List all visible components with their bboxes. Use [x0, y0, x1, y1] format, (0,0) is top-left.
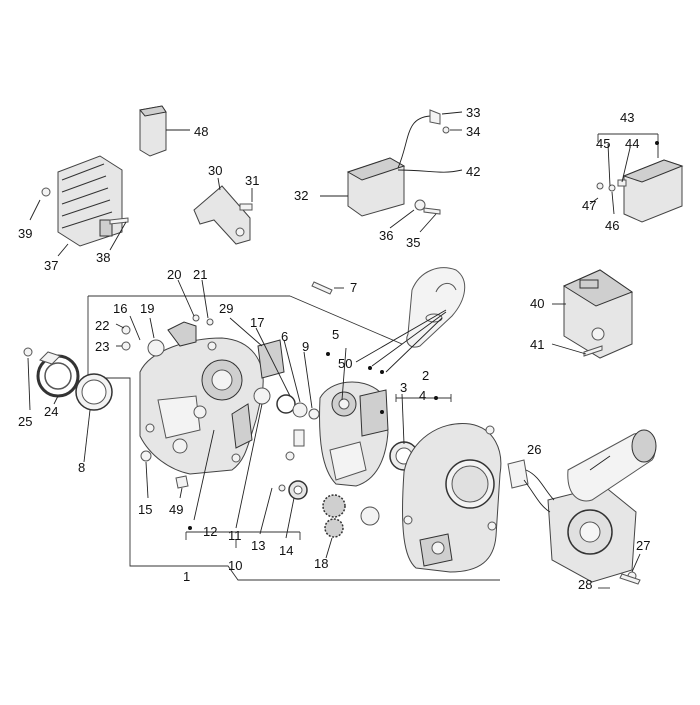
callout-39: 39 — [18, 226, 32, 241]
callout-27: 27 — [636, 538, 650, 553]
callout-33: 33 — [466, 105, 480, 120]
callout-42: 42 — [466, 164, 480, 179]
callout-4: 4 — [419, 388, 426, 403]
callout-46: 46 — [605, 218, 619, 233]
part-48-block — [139, 105, 190, 157]
callout-43: 43 — [620, 110, 634, 125]
callout-24: 24 — [44, 404, 58, 419]
callout-10: 10 — [228, 558, 242, 573]
callout-31: 31 — [245, 173, 259, 188]
callout-2: 2 — [422, 368, 429, 383]
part-40-control-unit — [551, 269, 634, 359]
part-8-ring — [75, 373, 113, 463]
callout-45: 45 — [596, 136, 610, 151]
part-30-bracket — [193, 177, 253, 245]
callout-17: 17 — [250, 315, 264, 330]
callout-1: 1 — [183, 569, 190, 584]
callout-12: 12 — [203, 524, 217, 539]
callout-6: 6 — [281, 329, 288, 344]
part-43-box — [589, 142, 684, 223]
callout-34: 34 — [466, 124, 480, 139]
callout-23: 23 — [95, 339, 109, 354]
callout-19: 19 — [140, 301, 154, 316]
part-26-motor — [507, 429, 657, 585]
callout-28: 28 — [578, 577, 592, 592]
callout-35: 35 — [406, 235, 420, 250]
part-37-regulator — [29, 155, 129, 257]
lower-leads — [140, 403, 295, 539]
hose-assembly — [355, 267, 466, 373]
callout-21: 21 — [193, 267, 207, 282]
right-casing — [402, 423, 502, 573]
part-7-bolt — [311, 281, 344, 295]
callout-20: 20 — [167, 267, 181, 282]
callout-7: 7 — [350, 280, 357, 295]
callout-48: 48 — [194, 124, 208, 139]
callout-13: 13 — [251, 538, 265, 553]
callout-5: 5 — [332, 327, 339, 342]
callout-26: 26 — [527, 442, 541, 457]
callout-50: 50 — [338, 356, 352, 371]
callout-44: 44 — [625, 136, 639, 151]
callout-25: 25 — [18, 414, 32, 429]
callout-14: 14 — [279, 543, 293, 558]
callout-15: 15 — [138, 502, 152, 517]
parts-middle — [229, 317, 320, 420]
callout-18: 18 — [314, 556, 328, 571]
callout-49: 49 — [169, 502, 183, 517]
callout-29: 29 — [219, 301, 233, 316]
callout-38: 38 — [96, 250, 110, 265]
callout-16: 16 — [113, 301, 127, 316]
part-24-gasket — [23, 347, 80, 411]
callout-41: 41 — [530, 337, 544, 352]
callout-8: 8 — [78, 460, 85, 475]
callout-47: 47 — [582, 198, 596, 213]
reference-dots — [188, 141, 659, 530]
callout-32: 32 — [294, 188, 308, 203]
callout-36: 36 — [379, 228, 393, 243]
central-gear-assembly — [278, 347, 419, 559]
small-parts-upper-left — [115, 279, 214, 357]
callout-11: 11 — [228, 528, 242, 543]
callout-3: 3 — [400, 380, 407, 395]
callout-22: 22 — [95, 318, 109, 333]
callout-9: 9 — [302, 339, 309, 354]
callout-40: 40 — [530, 296, 544, 311]
callout-labels: 1 2 3 4 5 6 7 8 9 10 11 12 13 14 15 16 1… — [18, 105, 650, 592]
part-32-module — [320, 109, 463, 233]
callout-30: 30 — [208, 163, 222, 178]
callout-37: 37 — [44, 258, 58, 273]
left-casing — [139, 337, 264, 475]
